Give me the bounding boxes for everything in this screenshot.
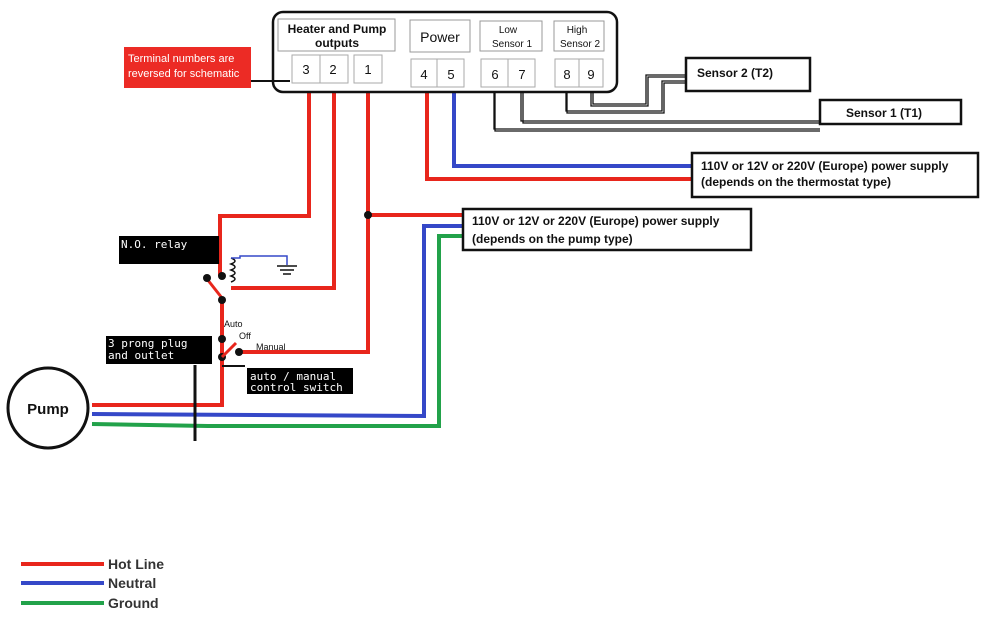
terminal-5: 5 xyxy=(447,67,454,82)
heater-pump-title: Heater and Pump xyxy=(288,22,387,36)
ground-wire-pump xyxy=(91,234,463,428)
schematic-note: Terminal numbers are reversed for schema… xyxy=(124,47,290,88)
neutral-wire-thermostat-supply xyxy=(452,92,692,168)
pump-label: Pump xyxy=(27,401,69,418)
hot-wire-output1-to-manual xyxy=(238,92,370,354)
legend-hot-label: Hot Line xyxy=(108,556,164,572)
terminal-3: 3 xyxy=(302,62,309,77)
pump-motor: Pump xyxy=(6,366,90,450)
low-sensor-title: Low xyxy=(499,25,518,36)
terminal-2: 2 xyxy=(329,62,336,77)
low-sensor-title-2: Sensor 1 xyxy=(492,39,532,50)
switch-label-line-1: auto / manual xyxy=(250,370,336,383)
auto-label: Auto xyxy=(224,319,243,329)
thermostat-supply-line-1: 110V or 12V or 220V (Europe) power suppl… xyxy=(701,159,949,173)
legend-neutral-label: Neutral xyxy=(108,575,156,591)
hot-wire-thermostat-supply xyxy=(425,92,692,181)
switch-label: auto / manual control switch xyxy=(247,368,353,394)
manual-label: Manual xyxy=(256,342,286,352)
pump-supply-line-1: 110V or 12V or 220V (Europe) power suppl… xyxy=(472,214,720,228)
high-sensor-title: High xyxy=(567,25,588,36)
terminal-6: 6 xyxy=(491,67,498,82)
auto-manual-switch xyxy=(218,335,243,361)
controller-unit: Heater and Pump outputs Power Low Sensor… xyxy=(271,10,619,94)
switch-label-line-2: control switch xyxy=(250,381,343,394)
hot-wire-output2-to-coil xyxy=(231,92,336,290)
neutral-wire-pump xyxy=(91,224,463,419)
sensor-2-label: Sensor 2 (T2) xyxy=(697,66,773,80)
terminal-8: 8 xyxy=(563,67,570,82)
sensor-wires xyxy=(493,74,820,132)
terminal-1: 1 xyxy=(364,62,371,77)
thermostat-supply-line-2: (depends on the thermostat type) xyxy=(701,175,891,189)
plug-label-line-2: and outlet xyxy=(108,349,174,362)
wires xyxy=(91,74,820,441)
sensor-1-label: Sensor 1 (T1) xyxy=(846,106,922,120)
legend-ground-label: Ground xyxy=(108,595,159,611)
terminal-4: 4 xyxy=(420,67,427,82)
high-sensor-title-2: Sensor 2 xyxy=(560,39,600,50)
note-line-2: reversed for schematic xyxy=(128,68,240,80)
relay-switch xyxy=(203,272,226,304)
terminal-9: 9 xyxy=(587,67,594,82)
pump-supply-line-2: (depends on the pump type) xyxy=(472,232,633,246)
terminal-7: 7 xyxy=(518,67,525,82)
relay-coil xyxy=(228,255,297,283)
heater-pump-title-2: outputs xyxy=(315,36,359,50)
junction-dot xyxy=(364,211,372,219)
note-line-1: Terminal numbers are xyxy=(128,53,234,65)
pump-supply-box: 110V or 12V or 220V (Europe) power suppl… xyxy=(461,207,753,252)
hot-wire-output3-to-relay xyxy=(218,92,311,276)
off-label: Off xyxy=(239,331,251,341)
legend: Hot Line Neutral Ground xyxy=(21,556,164,611)
relay-label: N.O. relay xyxy=(119,236,219,264)
terminal-block xyxy=(291,54,604,88)
sensor-2-box: Sensor 2 (T2) xyxy=(684,56,812,93)
plug-label: 3 prong plug and outlet xyxy=(106,336,212,364)
plug-label-line-1: 3 prong plug xyxy=(108,337,187,350)
thermostat-supply-box: 110V or 12V or 220V (Europe) power suppl… xyxy=(690,151,980,199)
sensor-1-box: Sensor 1 (T1) xyxy=(818,98,963,126)
power-title: Power xyxy=(420,29,460,45)
relay-label-text: N.O. relay xyxy=(121,238,188,251)
